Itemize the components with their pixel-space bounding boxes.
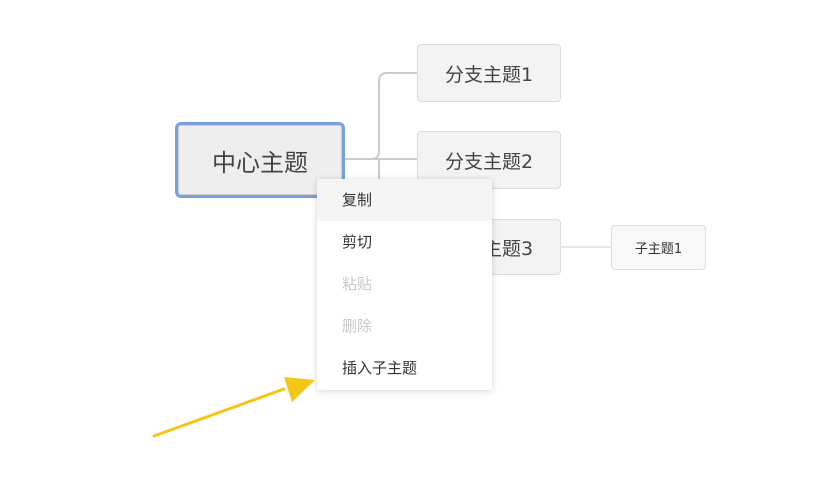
menu-item-insert-subtopic[interactable]: 插入子主题 [342, 359, 418, 377]
context-menu: 复制 剪切 粘贴 删除 插入子主题 [317, 179, 492, 390]
menu-item-delete: 删除 [342, 317, 373, 335]
menu-item-copy[interactable]: 复制 [317, 179, 492, 221]
connector-central-branch1 [345, 72, 417, 160]
branch-topic-1[interactable]: 分支主题1 [417, 44, 561, 102]
menu-item-paste: 粘贴 [342, 275, 373, 293]
menu-item-cut[interactable]: 剪切 [342, 233, 373, 251]
central-topic-node[interactable]: 中心主题 [175, 122, 345, 198]
subtopic-1[interactable]: 子主题1 [611, 225, 706, 270]
